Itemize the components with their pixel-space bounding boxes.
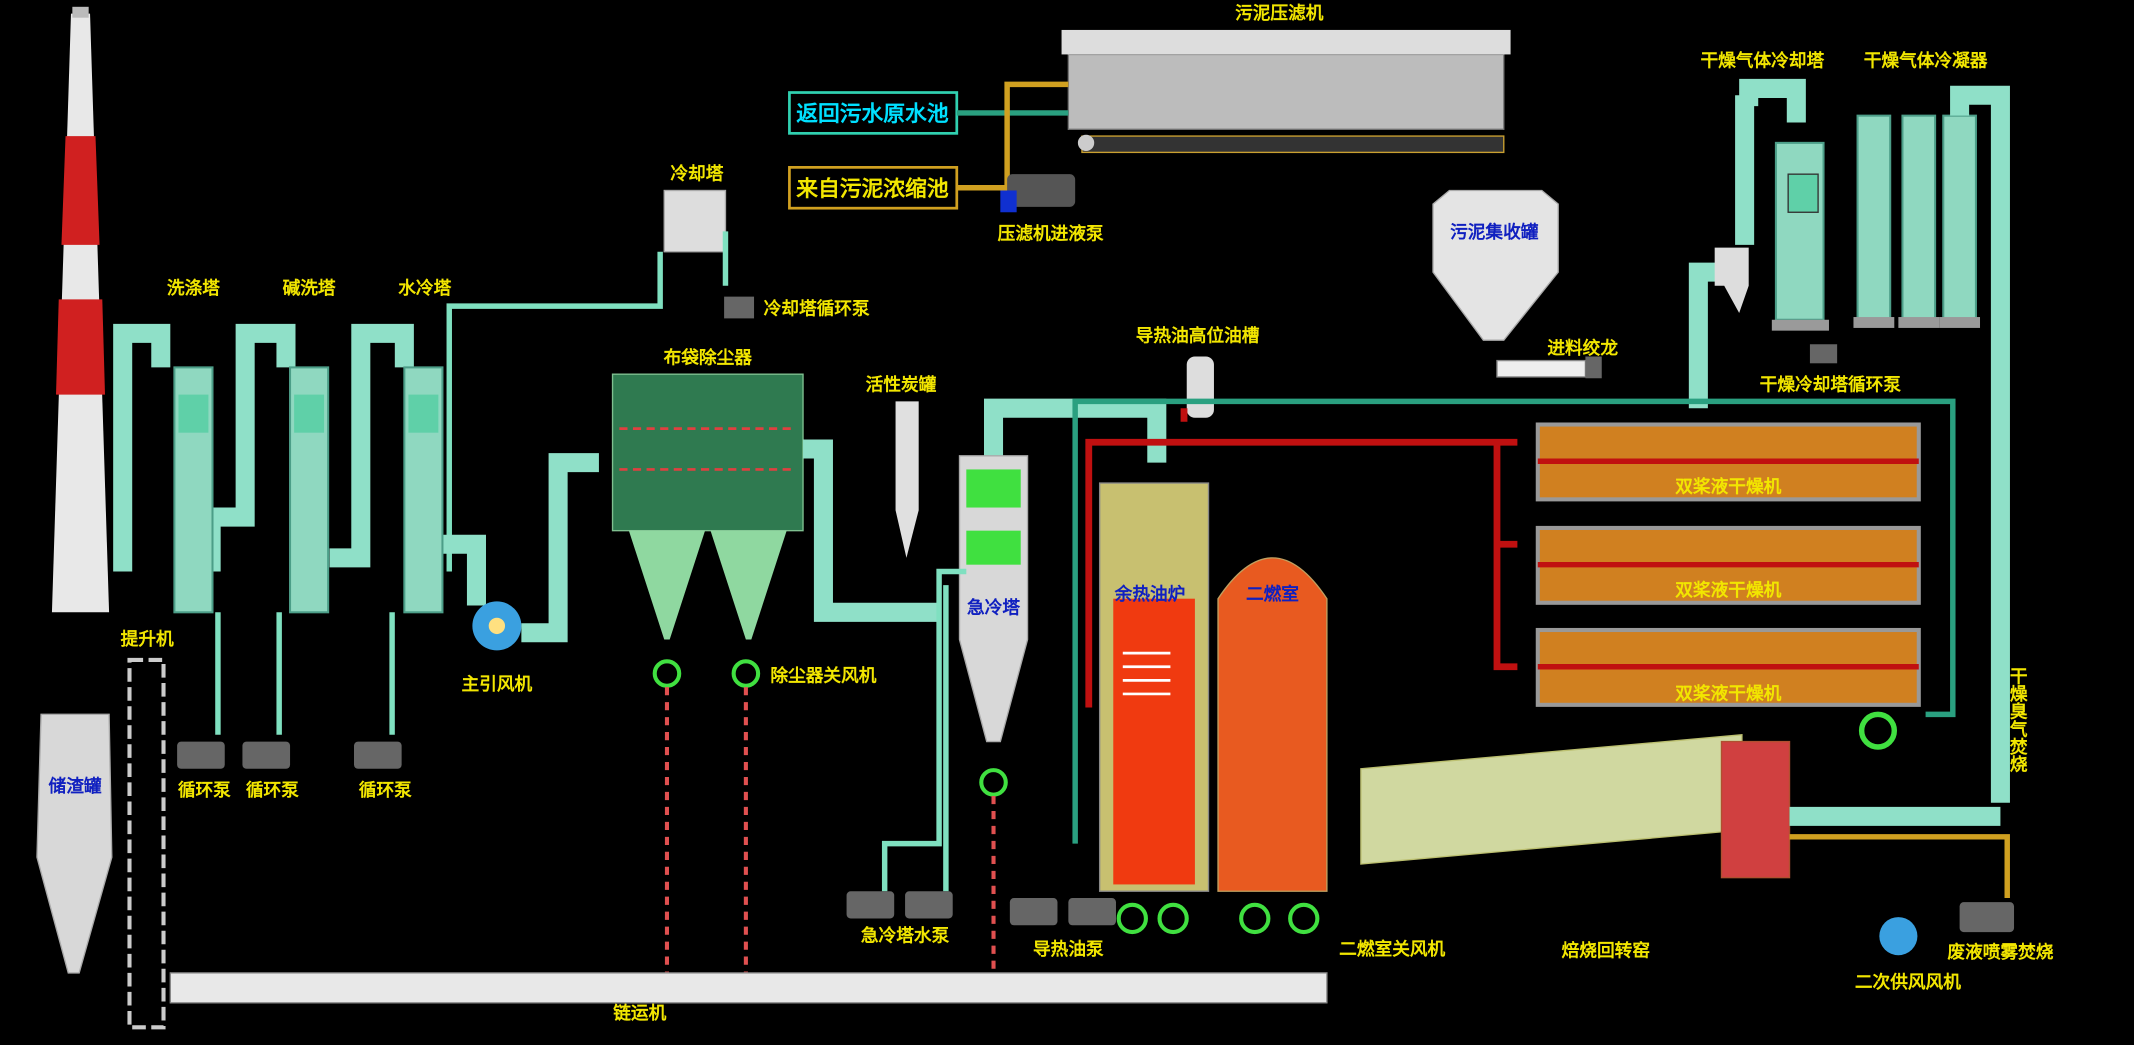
quench-tower-label: 急冷塔	[967, 597, 1020, 619]
secondary-fan-label: 二次供风风机	[1855, 971, 1961, 993]
cooling-tower-pump-label: 冷却塔循环泵	[764, 297, 870, 319]
dryer-label-2: 双桨液干燥机	[1675, 579, 1781, 601]
thickener-box[interactable]: 来自污泥浓缩池	[788, 166, 959, 210]
bag-filter-label: 布袋除尘器	[664, 346, 753, 368]
dryer-label-1: 双桨液干燥机	[1675, 476, 1781, 498]
oil-tank[interactable]	[1186, 356, 1214, 418]
elevator[interactable]	[127, 657, 166, 1030]
carbon-tank[interactable]	[895, 401, 919, 558]
return-oil-pipe	[1072, 398, 1956, 844]
thickener-label: 来自污泥浓缩池	[796, 176, 949, 202]
cooling-tower[interactable]	[446, 189, 729, 572]
circ-pump-label-3: 循环泵	[359, 779, 412, 801]
waste-liquid-label: 废液喷雾焚烧	[1947, 941, 2053, 963]
wash-tower-label: 洗涤塔	[167, 277, 220, 299]
carbon-tank-label: 活性炭罐	[866, 374, 937, 396]
dry-gas-condenser-label: 干燥气体冷凝器	[1864, 50, 1988, 72]
main-fan-icon[interactable]	[472, 453, 599, 651]
rotary-kiln-label: 焙烧回转窑	[1562, 940, 1650, 962]
filter-feed-pump-icon[interactable]	[1000, 174, 1076, 213]
sludge-tank[interactable]	[1432, 189, 1559, 341]
heat-oil-furnace-label: 余热油炉	[1114, 583, 1186, 605]
slag-tank-label: 储渣罐	[48, 775, 102, 797]
cooling-tower-pump-icon[interactable]	[724, 296, 755, 319]
heat-oil-furnace[interactable]	[1098, 482, 1210, 935]
feed-screw[interactable]	[1496, 356, 1602, 379]
dry-cooling-pump-label: 干燥冷却塔循环泵	[1760, 374, 1902, 396]
rotary-kiln[interactable]	[1360, 711, 2015, 956]
oil-pump-label: 导热油泵	[1033, 938, 1104, 960]
cooling-tower-label: 冷却塔	[670, 163, 723, 185]
bag-filter[interactable]	[611, 373, 940, 973]
secondary-chamber[interactable]	[1217, 557, 1328, 935]
chimney	[51, 6, 110, 613]
chamber-valve-label: 二燃室关风机	[1339, 938, 1445, 960]
alkali-tower-label: 碱洗塔	[283, 277, 336, 299]
hot-oil-pipe	[1085, 408, 1518, 708]
slag-tank[interactable]	[36, 713, 113, 974]
chain-conveyor[interactable]	[169, 972, 1328, 1004]
scrubber-towers[interactable]	[113, 323, 486, 735]
dryer-label-3: 双桨液干燥机	[1675, 682, 1781, 704]
dry-gas-cooling-tower-label: 干燥气体冷却塔	[1700, 50, 1824, 72]
dry-cooling-pump-icon[interactable]	[1809, 344, 1838, 364]
oil-pumps[interactable]	[1009, 898, 1116, 926]
water-cool-tower-label: 水冷塔	[398, 277, 451, 299]
quench-pump-label: 急冷塔水泵	[861, 925, 950, 947]
chain-conveyor-label: 链运机	[613, 1002, 666, 1024]
return-pool-box[interactable]: 返回污水原水池	[788, 91, 959, 135]
circ-pump-label-2: 循环泵	[246, 779, 299, 801]
filter-feed-pump-label: 压滤机进液泵	[998, 222, 1104, 244]
dust-valve-label: 除尘器关风机	[770, 665, 876, 687]
elevator-label: 提升机	[121, 629, 174, 650]
sludge-tank-label: 污泥集收罐	[1450, 221, 1539, 243]
circ-pump-label-1: 循环泵	[178, 779, 231, 801]
dryers[interactable]	[1535, 422, 1921, 707]
return-pool-label: 返回污水原水池	[796, 102, 949, 127]
odor-incineration-label: 干燥臭气焚烧	[2007, 667, 2029, 773]
oil-tank-label: 导热油高位油槽	[1136, 325, 1260, 347]
main-fan-label: 主引风机	[462, 673, 533, 695]
filter-press[interactable]	[1061, 29, 1511, 154]
filter-press-label: 污泥压滤机	[1235, 2, 1324, 24]
dry-gas-towers[interactable]	[1688, 78, 2010, 803]
feed-pipe	[956, 81, 1069, 191]
secondary-chamber-label: 二燃室	[1246, 583, 1299, 605]
feed-screw-label: 进料绞龙	[1547, 337, 1618, 359]
circ-pumps[interactable]	[177, 741, 402, 769]
